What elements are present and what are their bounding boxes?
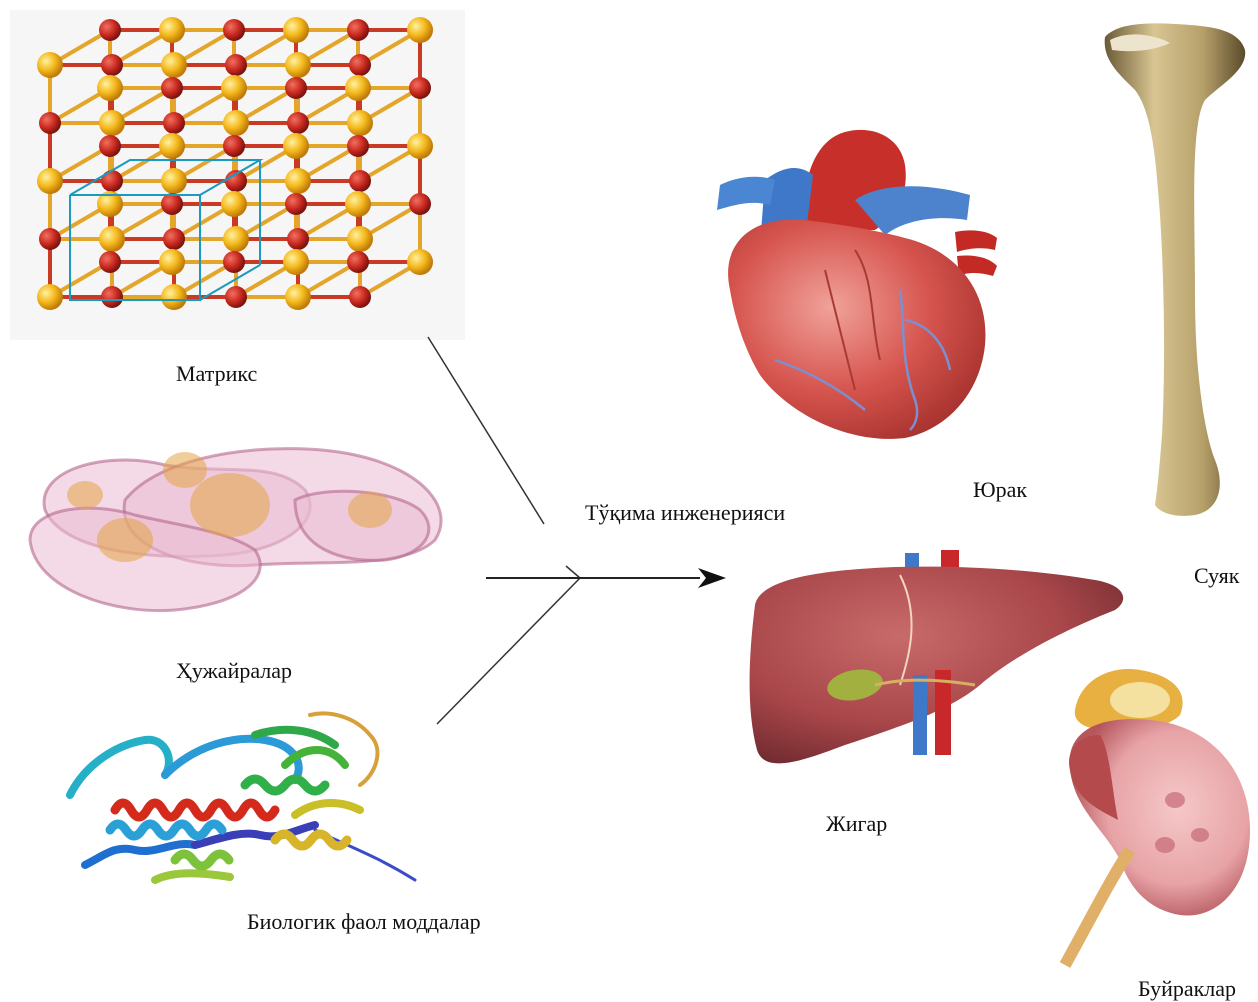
arrow-head bbox=[698, 568, 726, 588]
bone-label: Суяк bbox=[1194, 563, 1239, 589]
tissue-engineering-label: Тўқима инженерияси bbox=[585, 500, 785, 526]
kidneys-label: Буйраклар bbox=[1138, 976, 1236, 1002]
bone-image bbox=[1100, 15, 1250, 520]
kidney-image bbox=[1040, 660, 1255, 970]
heart-image bbox=[705, 120, 1010, 445]
heart-label: Юрак bbox=[973, 477, 1027, 503]
protein-image bbox=[55, 705, 425, 900]
bioactive-label: Биологик фаол моддалар bbox=[247, 909, 481, 935]
cells-image bbox=[25, 430, 465, 630]
liver-label: Жигар bbox=[826, 811, 887, 837]
matrix-label: Матрикс bbox=[176, 361, 257, 387]
cells-label: Ҳужайралар bbox=[176, 658, 292, 684]
matrix-image bbox=[10, 10, 465, 340]
